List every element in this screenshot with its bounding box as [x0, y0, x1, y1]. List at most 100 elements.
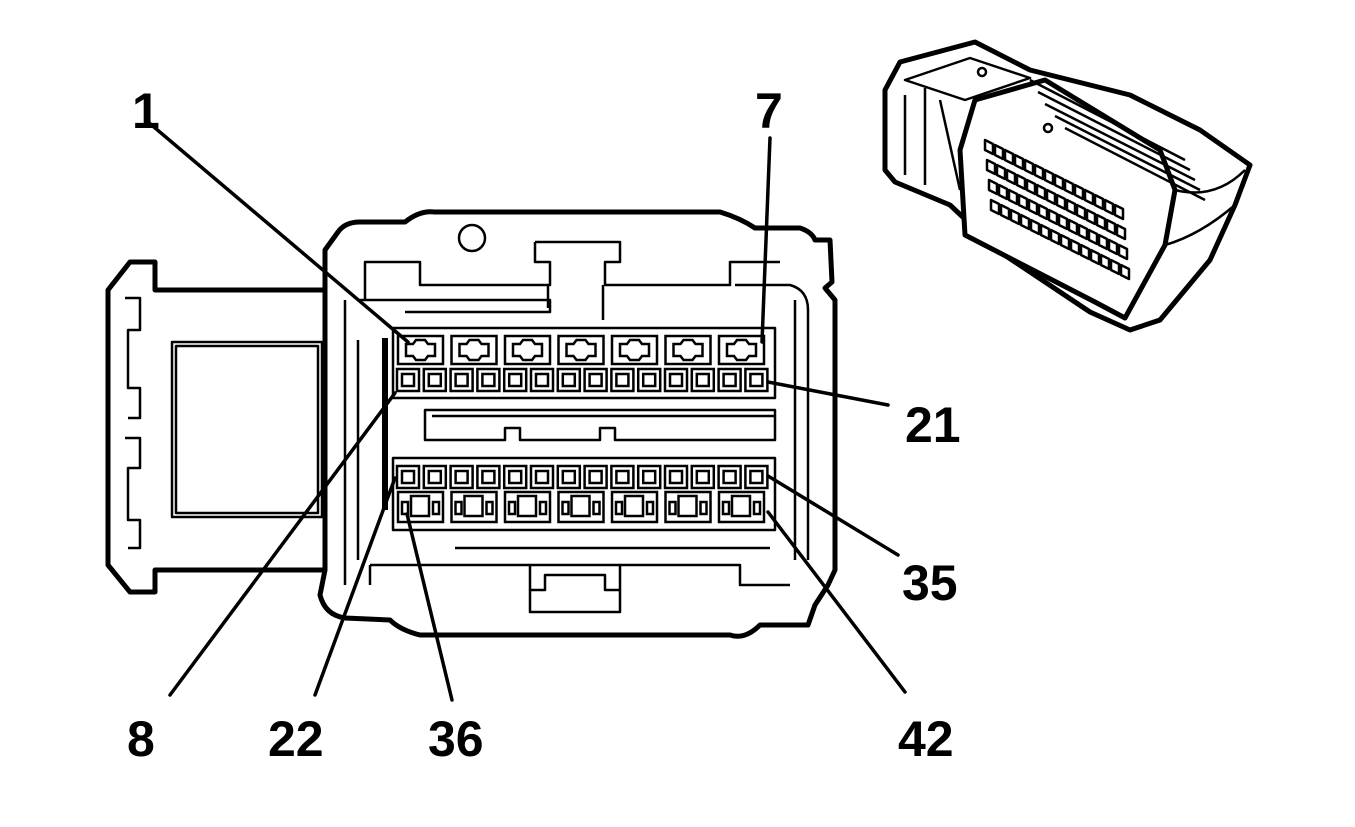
cavity-large-contact	[516, 494, 538, 518]
cavity-small-contact	[588, 469, 603, 485]
iso-cavity	[1033, 163, 1045, 181]
cavity-small-contact	[695, 372, 711, 388]
cavity-large-contact	[672, 338, 704, 362]
leader-pin-35	[766, 474, 900, 557]
cavity-small-contact	[615, 372, 630, 388]
cavity-small-contact	[561, 372, 577, 388]
leader-pin-42	[766, 510, 907, 694]
cavity-large-latch	[507, 500, 517, 516]
leader-pin-8	[168, 391, 397, 697]
cavity-large-latch	[485, 500, 494, 516]
leader-pin-7	[760, 136, 772, 344]
cavity-small-contact	[561, 469, 577, 485]
iso-cavity	[1093, 193, 1105, 211]
cavity-small-contact	[507, 372, 523, 388]
cavity-large-latch	[668, 500, 677, 516]
iso-cavity	[1065, 198, 1077, 216]
iso-cavity	[1039, 223, 1051, 241]
iso-cavity	[1023, 158, 1035, 176]
leader-pin-1	[146, 120, 410, 344]
pin-label-35: 35	[902, 555, 958, 611]
iso-cavity	[983, 138, 995, 156]
cavity-large-latch	[431, 500, 441, 516]
iso-cavity	[1013, 153, 1025, 171]
cavity-large-contact	[725, 338, 758, 362]
cavity-small-contact	[749, 372, 764, 388]
leader-pin-22	[313, 476, 397, 697]
iso-cavity	[1073, 183, 1085, 201]
iso-cavity	[1063, 178, 1075, 196]
pin-label-8: 8	[127, 711, 155, 767]
cavity-small-contact	[722, 469, 737, 485]
iso-cavity	[1083, 188, 1095, 206]
cavity-large-contact	[463, 494, 484, 518]
iso-cavity	[1017, 193, 1029, 211]
cavity-small-contact	[534, 469, 550, 485]
pin-label-21: 21	[905, 397, 961, 453]
iso-cavity	[1077, 223, 1089, 241]
iso-cavity	[1019, 213, 1031, 231]
connector-isometric-icon	[882, 39, 1253, 333]
iso-cavity	[1109, 258, 1121, 276]
cavity-large-contact	[677, 494, 698, 518]
iso-cavity	[1113, 203, 1125, 221]
leader-lines	[146, 120, 907, 702]
pin-label-7: 7	[755, 83, 783, 139]
cavity-large-contact	[409, 494, 431, 518]
cavity-large-latch	[400, 500, 410, 516]
iso-cavity	[1069, 238, 1081, 256]
iso-cavity	[1107, 238, 1119, 256]
cavity-small-contact	[641, 469, 657, 485]
iso-cavity	[1079, 243, 1091, 261]
cavity-large-latch	[752, 500, 762, 516]
cavity-small-contact	[454, 469, 469, 485]
iso-cavity	[1015, 173, 1027, 191]
cavity-small-contact	[481, 469, 496, 485]
cavity-large-contact	[730, 494, 752, 518]
iso-cavity	[1027, 198, 1039, 216]
cavity-small-contact	[400, 372, 416, 388]
cavity-small-contact	[722, 372, 737, 388]
iso-cavity	[997, 183, 1009, 201]
iso-cavity	[1053, 173, 1065, 191]
cavity-small-contact	[695, 469, 711, 485]
pin-label-22: 22	[268, 711, 324, 767]
iso-cavity	[1047, 208, 1059, 226]
cavity-small-contact	[749, 469, 764, 485]
cavity-small-contact	[588, 372, 603, 388]
iso-cavity	[1103, 198, 1115, 216]
cavity-small-contact	[668, 469, 684, 485]
iso-cavity	[1037, 203, 1049, 221]
iso-cavity	[1095, 213, 1107, 231]
iso-cavity	[1055, 193, 1067, 211]
iso-cavity	[1049, 228, 1061, 246]
leader-pin-36	[405, 512, 454, 702]
cavity-small-contact	[507, 469, 523, 485]
cavity-large-latch	[592, 500, 601, 516]
connector-face-icon	[105, 209, 838, 639]
iso-cavity	[1119, 263, 1131, 281]
cavity-large-contact	[565, 338, 597, 362]
iso-cavity	[1115, 223, 1127, 241]
iso-cavity	[1025, 178, 1037, 196]
iso-cavity	[1057, 213, 1069, 231]
cavity-large-contact	[570, 494, 591, 518]
iso-cavity	[1005, 168, 1017, 186]
iso-cavity	[1117, 243, 1129, 261]
cavity-small-contact	[481, 372, 496, 388]
cavity-large-contact	[623, 494, 645, 518]
cavity-large-contact	[511, 338, 544, 362]
iso-cavity	[1029, 218, 1041, 236]
iso-cavity	[995, 163, 1007, 181]
cavity-large-latch	[614, 500, 624, 516]
pin-label-36: 36	[428, 711, 484, 767]
iso-cavity	[1099, 253, 1111, 271]
iso-cavity	[1087, 228, 1099, 246]
pin-label-1: 1	[132, 83, 160, 139]
cavity-large-latch	[721, 500, 731, 516]
iso-cavity	[1085, 208, 1097, 226]
cavity-small-contact	[534, 372, 550, 388]
cavity-small-contact	[427, 372, 443, 388]
iso-cavity	[989, 198, 1001, 216]
cavity-large-contact	[618, 338, 651, 362]
